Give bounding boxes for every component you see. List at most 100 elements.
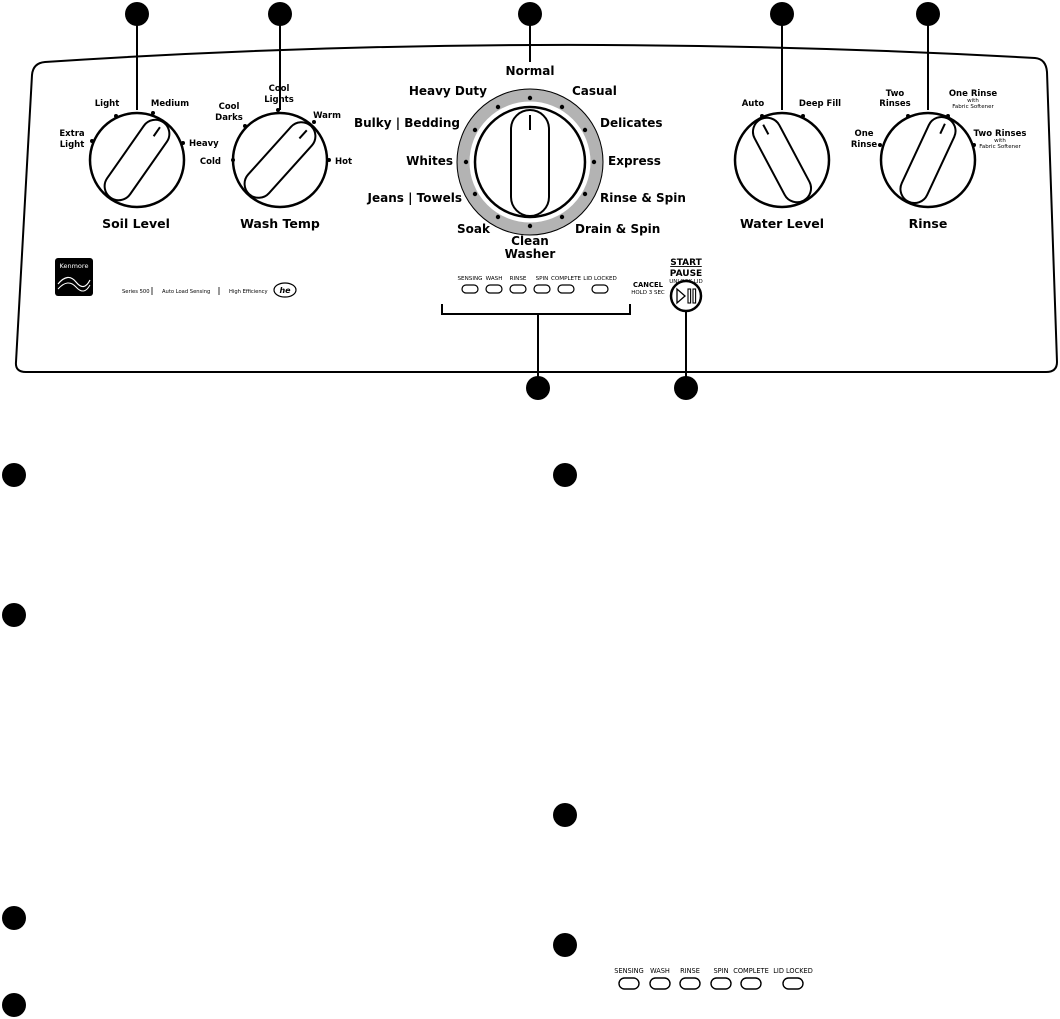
rinse-option-dots xyxy=(878,114,976,147)
cycle-express-label: Express xyxy=(608,154,661,168)
callout-rinse xyxy=(916,2,940,110)
soil-level-option-dots xyxy=(90,111,185,145)
cycle-rinse-spin-label: Rinse & Spin xyxy=(600,191,686,205)
wash-temp-title: Wash Temp xyxy=(240,216,320,231)
rinse-two-rinses-label-2: Rinses xyxy=(879,99,910,109)
description-callout-2 xyxy=(2,603,26,627)
callout-status-lights xyxy=(441,304,631,400)
brand-sensing-text: Auto Load Sensing xyxy=(162,289,210,295)
rinse-one-rinse-with-label: with xyxy=(967,98,979,104)
cycle-option-dots xyxy=(463,95,597,229)
rinse-two-rinses-label-1: Two xyxy=(886,89,905,99)
detail-spin-label: SPIN xyxy=(713,967,728,975)
soil-light-label: Light xyxy=(95,99,120,109)
start-pause-button[interactable] xyxy=(669,279,703,313)
cycle-clean-label: Clean xyxy=(511,234,549,248)
detail-lid-locked-label: LID LOCKED xyxy=(773,967,813,975)
status-sensing-light xyxy=(461,284,479,294)
description-callout-4 xyxy=(2,993,26,1017)
cycle-delicates-label: Delicates xyxy=(600,116,663,130)
soil-level-knob[interactable] xyxy=(88,111,186,209)
status-rinse-label: RINSE xyxy=(510,276,527,282)
temp-hot-label: Hot xyxy=(335,157,352,167)
status-lights-detail: SENSING WASH RINSE SPIN COMPLETE LID LOC… xyxy=(614,967,813,990)
soil-extra-light-label: Light xyxy=(60,140,85,150)
description-callout-7 xyxy=(553,933,577,957)
water-level-title: Water Level xyxy=(740,216,824,231)
kenmore-logo-text: Kenmore xyxy=(60,262,89,270)
console-outline xyxy=(14,43,1059,373)
rinse-one-rinse-fabric-label: Fabric Softener xyxy=(952,104,994,110)
status-spin-light xyxy=(533,284,551,294)
status-complete-label: COMPLETE xyxy=(551,276,582,282)
kenmore-logo: Kenmore xyxy=(55,258,93,296)
callout-cycle-selector xyxy=(518,2,542,62)
status-wash-label: WASH xyxy=(486,276,503,282)
rinse-one-rinse-label-2: Rinse xyxy=(851,140,878,150)
rinse-two-rinses-with-label: with xyxy=(994,138,1006,144)
rinse-knob[interactable] xyxy=(879,111,977,209)
cycle-bulky-bedding-label: Bulky | Bedding xyxy=(354,116,460,130)
play-pause-icon xyxy=(676,287,697,305)
he-logo: he xyxy=(273,282,297,298)
cycle-normal-label: Normal xyxy=(506,64,555,78)
detail-spin-light xyxy=(710,977,732,990)
rinse-one-rinse-softener-label: One Rinse xyxy=(949,89,998,99)
cycle-whites-label: Whites xyxy=(406,154,453,168)
status-spin-label: SPIN xyxy=(536,276,549,282)
description-callout-1 xyxy=(2,463,26,487)
soil-heavy-label: Heavy xyxy=(189,139,219,149)
water-deep-fill-label: Deep Fill xyxy=(799,99,841,109)
rinse-title: Rinse xyxy=(909,216,948,231)
water-level-option-dots xyxy=(760,114,805,118)
water-auto-label: Auto xyxy=(742,99,765,109)
detail-rinse-light xyxy=(679,977,701,990)
soil-medium-label: Medium xyxy=(151,99,189,109)
soil-level-title: Soil Level xyxy=(102,216,170,231)
pause-label: PAUSE xyxy=(670,269,702,279)
detail-sensing-label: SENSING xyxy=(614,967,643,975)
detail-wash-light xyxy=(649,977,671,990)
brand-series-text: Series 500 xyxy=(122,289,150,295)
temp-cool-darks-label-2: Darks xyxy=(215,113,243,123)
cycle-drain-spin-label: Drain & Spin xyxy=(575,222,660,236)
description-callout-5 xyxy=(553,463,577,487)
description-callout-6 xyxy=(553,803,577,827)
status-rinse-light xyxy=(509,284,527,294)
wash-temp-option-dots xyxy=(231,108,331,162)
callout-water-level xyxy=(770,2,794,110)
status-lid-locked-label: LID LOCKED xyxy=(583,276,617,282)
rinse-one-rinse-label-1: One xyxy=(854,129,873,139)
cycle-soak-label: Soak xyxy=(457,222,491,236)
callout-start-pause xyxy=(674,311,698,400)
wash-temp-knob[interactable] xyxy=(231,111,329,209)
callout-wash-temp xyxy=(268,2,292,110)
status-lid-locked-light xyxy=(591,284,609,294)
status-wash-light xyxy=(485,284,503,294)
cycle-washer-label: Washer xyxy=(505,247,556,261)
cycle-selector-knob[interactable] xyxy=(456,88,604,236)
cycle-heavy-duty-label: Heavy Duty xyxy=(409,84,487,98)
cancel-label: CANCEL xyxy=(633,281,664,289)
soil-extra-label: Extra xyxy=(59,129,85,139)
detail-complete-light xyxy=(740,977,762,990)
detail-sensing-light xyxy=(618,977,640,990)
temp-warm-label: Warm xyxy=(313,111,341,121)
callout-soil-level xyxy=(125,2,149,110)
status-lights-panel: SENSING WASH RINSE SPIN COMPLETE LID LOC… xyxy=(458,276,617,294)
start-label: START xyxy=(670,258,702,268)
detail-rinse-label: RINSE xyxy=(680,967,700,975)
temp-cool-darks-label-1: Cool xyxy=(219,102,240,112)
description-callout-3 xyxy=(2,906,26,930)
cycle-casual-label: Casual xyxy=(572,84,617,98)
brand-efficiency-text: High Efficiency xyxy=(229,289,268,295)
cycle-jeans-towels-label: Jeans | Towels xyxy=(367,191,462,205)
rinse-two-rinses-softener-label: Two Rinses xyxy=(974,129,1027,139)
water-level-knob[interactable] xyxy=(733,111,831,209)
detail-lid-locked-light xyxy=(782,977,804,990)
he-logo-text: he xyxy=(279,286,291,295)
hold-3-sec-label: HOLD 3 SEC xyxy=(631,290,665,296)
temp-cool-lights-label-1: Cool xyxy=(269,84,290,94)
temp-cold-label: Cold xyxy=(200,157,221,167)
